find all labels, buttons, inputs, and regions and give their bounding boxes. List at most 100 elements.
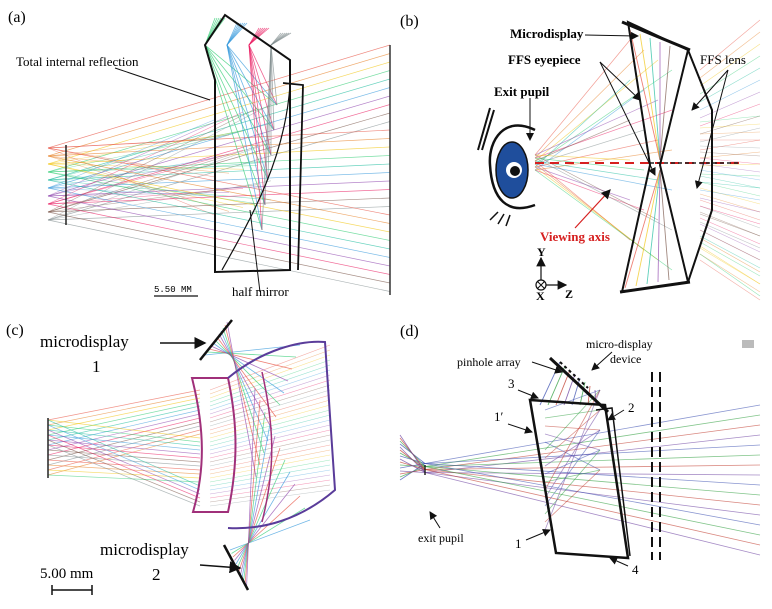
ray (47, 189, 391, 205)
ray (47, 149, 244, 205)
panel-b: (b) Microdisplay FFS eyepiece FFS lens E… (400, 13, 761, 303)
axis-y-label: Y (537, 245, 546, 259)
ray (534, 49, 645, 159)
ray (47, 459, 201, 471)
ray (699, 43, 761, 87)
ray (399, 470, 426, 473)
ray (544, 409, 601, 459)
ray (226, 22, 269, 181)
ray (47, 155, 391, 224)
tir-label: Total internal reflection (16, 54, 139, 69)
label-2: 2 (628, 400, 635, 415)
pointer-2 (607, 409, 625, 421)
ray (47, 112, 391, 213)
ray (209, 354, 331, 399)
ray (534, 163, 673, 191)
ray (699, 103, 761, 127)
ray (209, 359, 331, 403)
panel-a-ray-fan (47, 17, 391, 292)
ray (222, 327, 265, 454)
ray (226, 321, 257, 478)
ray (699, 241, 761, 277)
ray (47, 123, 272, 181)
microdisplay-label-d-line1: micro-display (586, 337, 653, 351)
label-3: 3 (508, 376, 515, 391)
panel-a: (a) Total internal reflection half mirro… (8, 9, 391, 299)
ray (47, 389, 201, 421)
ray (47, 115, 230, 197)
prism-c-left (190, 377, 237, 513)
axis-x-label: X (536, 289, 545, 303)
ray (649, 37, 661, 161)
ray (209, 349, 331, 395)
ray (544, 449, 601, 515)
ray (699, 173, 761, 177)
microdisplay-bottom (619, 280, 691, 294)
ray (209, 369, 331, 411)
ffs-lens-pointer-1 (691, 69, 729, 111)
ray (209, 414, 331, 447)
ray (47, 397, 201, 431)
ray (47, 111, 244, 205)
corner-marker (742, 340, 754, 348)
microdisplay-top (621, 20, 691, 52)
ray (544, 389, 601, 451)
ray (424, 444, 761, 464)
ffs-eyepiece-pointer-2 (599, 61, 656, 176)
ray (47, 138, 391, 157)
ray (699, 115, 761, 135)
ray (699, 181, 761, 189)
ray (209, 434, 331, 463)
ray (47, 172, 391, 189)
ffs-prism-d (528, 398, 630, 560)
ray (47, 179, 272, 201)
ray (424, 472, 761, 556)
ray (238, 447, 281, 572)
ray (699, 259, 761, 301)
ray (47, 130, 244, 165)
ray (544, 389, 601, 491)
ray (241, 423, 271, 579)
ray (544, 409, 601, 419)
half-mirror-pointer (249, 209, 261, 293)
scale-label-a: 5.50 MM (154, 285, 192, 295)
ray (47, 53, 391, 157)
ray (639, 33, 661, 161)
ray (424, 463, 761, 486)
ray (699, 181, 761, 197)
ray (47, 147, 391, 216)
ray (534, 99, 659, 156)
ray (47, 206, 391, 221)
panel-d-ray-fan (399, 361, 761, 556)
ray (220, 330, 269, 442)
microdisplay-label-b: Microdisplay (510, 26, 584, 41)
ray (47, 409, 201, 446)
pointer-1p (507, 423, 533, 434)
ray (629, 29, 661, 161)
label-4: 4 (632, 562, 639, 577)
ray (424, 424, 761, 470)
ray (544, 429, 601, 507)
label-1: 1 (515, 536, 522, 551)
ray (248, 27, 278, 106)
ray (534, 119, 631, 162)
ray (579, 381, 586, 406)
ray (699, 205, 761, 225)
ray (544, 389, 601, 411)
ray (47, 464, 201, 475)
ray (699, 175, 761, 189)
ray (544, 433, 601, 451)
ray (571, 377, 581, 406)
viewing-axis-label: Viewing axis (540, 229, 610, 244)
ray (424, 469, 761, 546)
ray (544, 425, 601, 431)
ray (209, 384, 331, 423)
ray (547, 365, 566, 406)
microdisplay-label-d-line2: device (610, 352, 641, 366)
ray (699, 253, 761, 293)
panel-a-tag: (a) (8, 9, 26, 26)
ray (534, 69, 673, 165)
ray (209, 439, 331, 467)
ray (699, 217, 761, 245)
